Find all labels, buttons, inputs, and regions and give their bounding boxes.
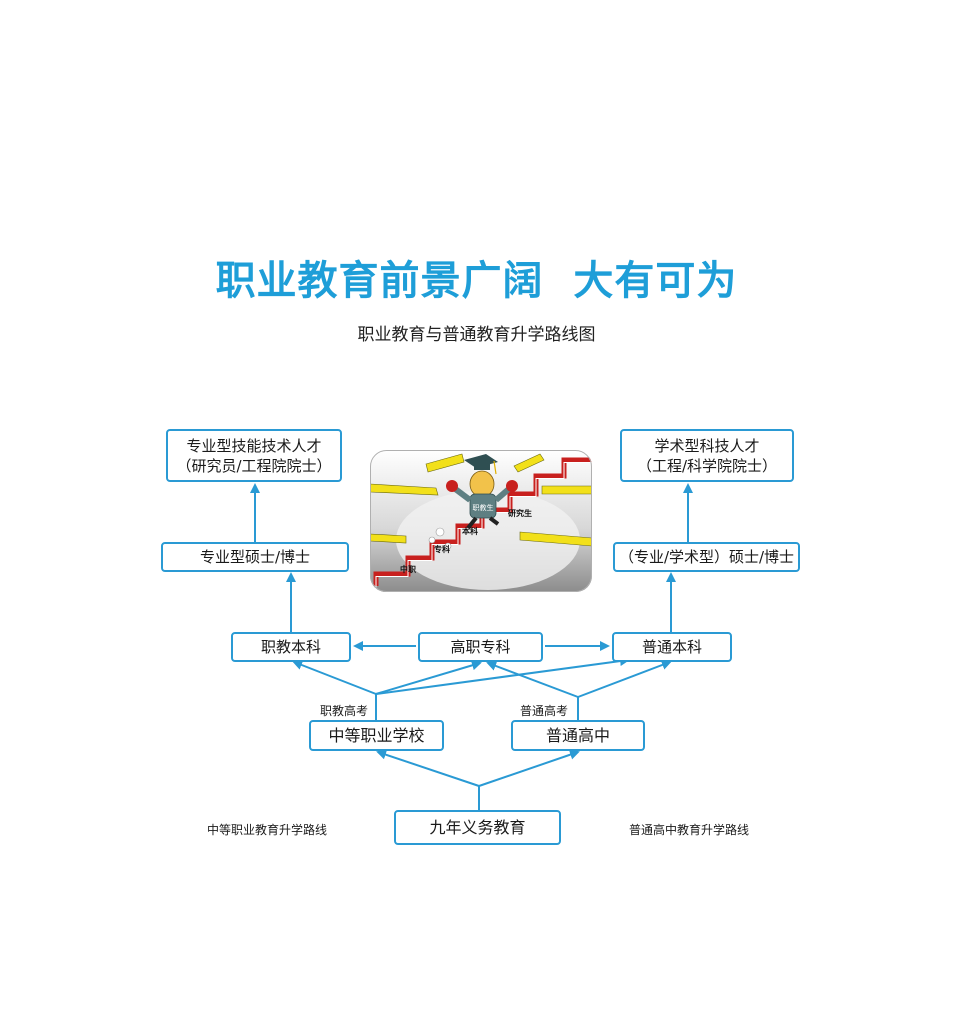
academic-talent-node: 学术型科技人才 （工程/科学院院士） [620, 429, 794, 482]
arrow-svs-to-hv [375, 660, 482, 695]
student-stairs-illustration: 职教生 中职 专科 本科 研究生 [370, 450, 592, 592]
step-label-benke: 本科 [461, 526, 478, 536]
higher-vocational-college-node: 高职专科 [418, 632, 543, 662]
academic-master-doctor-node: （专业/学术型）硕士/博士 [613, 542, 800, 572]
general-high-school-node: 普通高中 [511, 720, 645, 751]
vocational-bachelor-node: 职教本科 [231, 632, 351, 662]
vocational-talent-node: 专业型技能技术人才 （研究员/工程院院士） [166, 429, 342, 482]
general-route-label: 普通高中教育升学路线 [629, 823, 750, 837]
arrow-ce-to-svs [376, 749, 480, 787]
page-subtitle: 职业教育与普通教育升学路线图 [357, 325, 596, 345]
motion-puff-icon [428, 527, 452, 550]
arrow-ce-to-ghs [478, 749, 580, 787]
secondary-vocational-school-node: 中等职业学校 [309, 720, 444, 751]
step-label-zhongzhi: 中职 [400, 564, 416, 574]
compulsory-education-node: 九年义务教育 [394, 810, 561, 845]
student-figure-icon: 职教生 [446, 454, 518, 530]
professional-master-doctor-node: 专业型硕士/博士 [161, 542, 349, 572]
step-label-yanjiusheng: 研究生 [508, 508, 532, 518]
arrow-ghs-to-hv [486, 661, 579, 698]
vocational-exam-label: 职教高考 [320, 704, 369, 718]
arrow-ghs-to-genbachelor [577, 660, 672, 698]
arrow-svs-to-genbachelor [375, 656, 630, 695]
academic-talent-line1: 学术型科技人才 [654, 436, 760, 455]
arrow-svs-to-vocbachelor [292, 660, 377, 695]
vocational-talent-line2: （研究员/工程院院士） [176, 456, 332, 475]
student-badge-text: 职教生 [473, 503, 494, 512]
step-label-zhuanke: 专科 [434, 544, 450, 554]
vocational-talent-line1: 专业型技能技术人才 [186, 436, 322, 455]
general-bachelor-node: 普通本科 [612, 632, 732, 662]
general-exam-label: 普通高考 [520, 704, 569, 718]
academic-talent-line2: （工程/科学院院士） [636, 456, 778, 475]
page-title: 职业教育前景广阔 大有可为 [215, 258, 738, 304]
yellow-bars-icon [370, 453, 592, 547]
vocational-route-label: 中等职业教育升学路线 [207, 823, 328, 837]
